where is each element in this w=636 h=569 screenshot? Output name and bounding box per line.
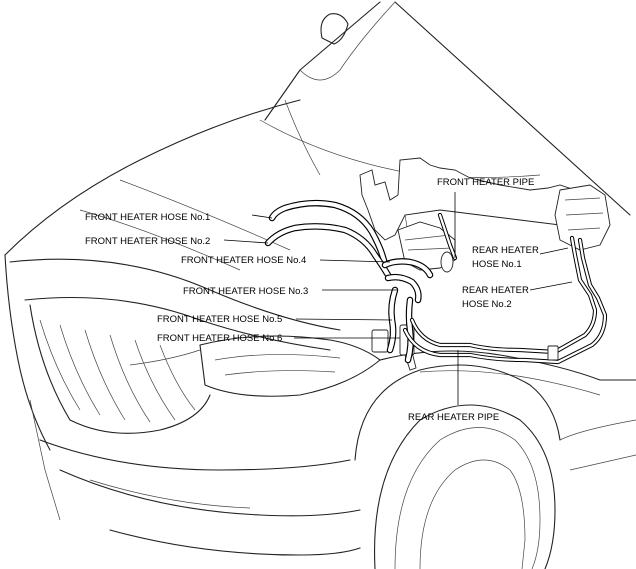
front-heater-pipe-shape [437, 212, 458, 261]
label-rear-heater-pipe: REAR HEATER PIPE [408, 412, 499, 423]
label-front-heater-hose-2: FRONT HEATER HOSE No.2 [85, 236, 210, 247]
vehicle-body [4, 1, 636, 569]
front-heater-hose-1-shape [268, 199, 389, 269]
label-front-heater-hose-5: FRONT HEATER HOSE No.5 [157, 314, 282, 325]
label-rear-heater-hose-1-line2: HOSE No.1 [472, 259, 522, 270]
label-front-heater-pipe: FRONT HEATER PIPE [437, 177, 534, 188]
label-front-heater-hose-3: FRONT HEATER HOSE No.3 [183, 286, 308, 297]
label-rear-heater-hose-1-line1: REAR HEATER [472, 245, 539, 256]
front-heater-hose-3-4-shapes [381, 251, 454, 304]
rear-heater-pipe-shape [402, 235, 608, 365]
callout-labels: FRONT HEATER HOSE No.1 FRONT HEATER HOSE… [85, 177, 539, 423]
label-rear-heater-hose-2-line2: HOSE No.2 [462, 299, 512, 310]
leader-lines [223, 192, 573, 405]
label-rear-heater-hose-2-line1: REAR HEATER [462, 285, 529, 296]
label-front-heater-hose-6: FRONT HEATER HOSE No.6 [157, 333, 282, 344]
label-front-heater-hose-1: FRONT HEATER HOSE No.1 [85, 212, 210, 223]
label-front-heater-hose-4: FRONT HEATER HOSE No.4 [181, 255, 306, 266]
front-heater-hose-2-shape [264, 223, 392, 279]
